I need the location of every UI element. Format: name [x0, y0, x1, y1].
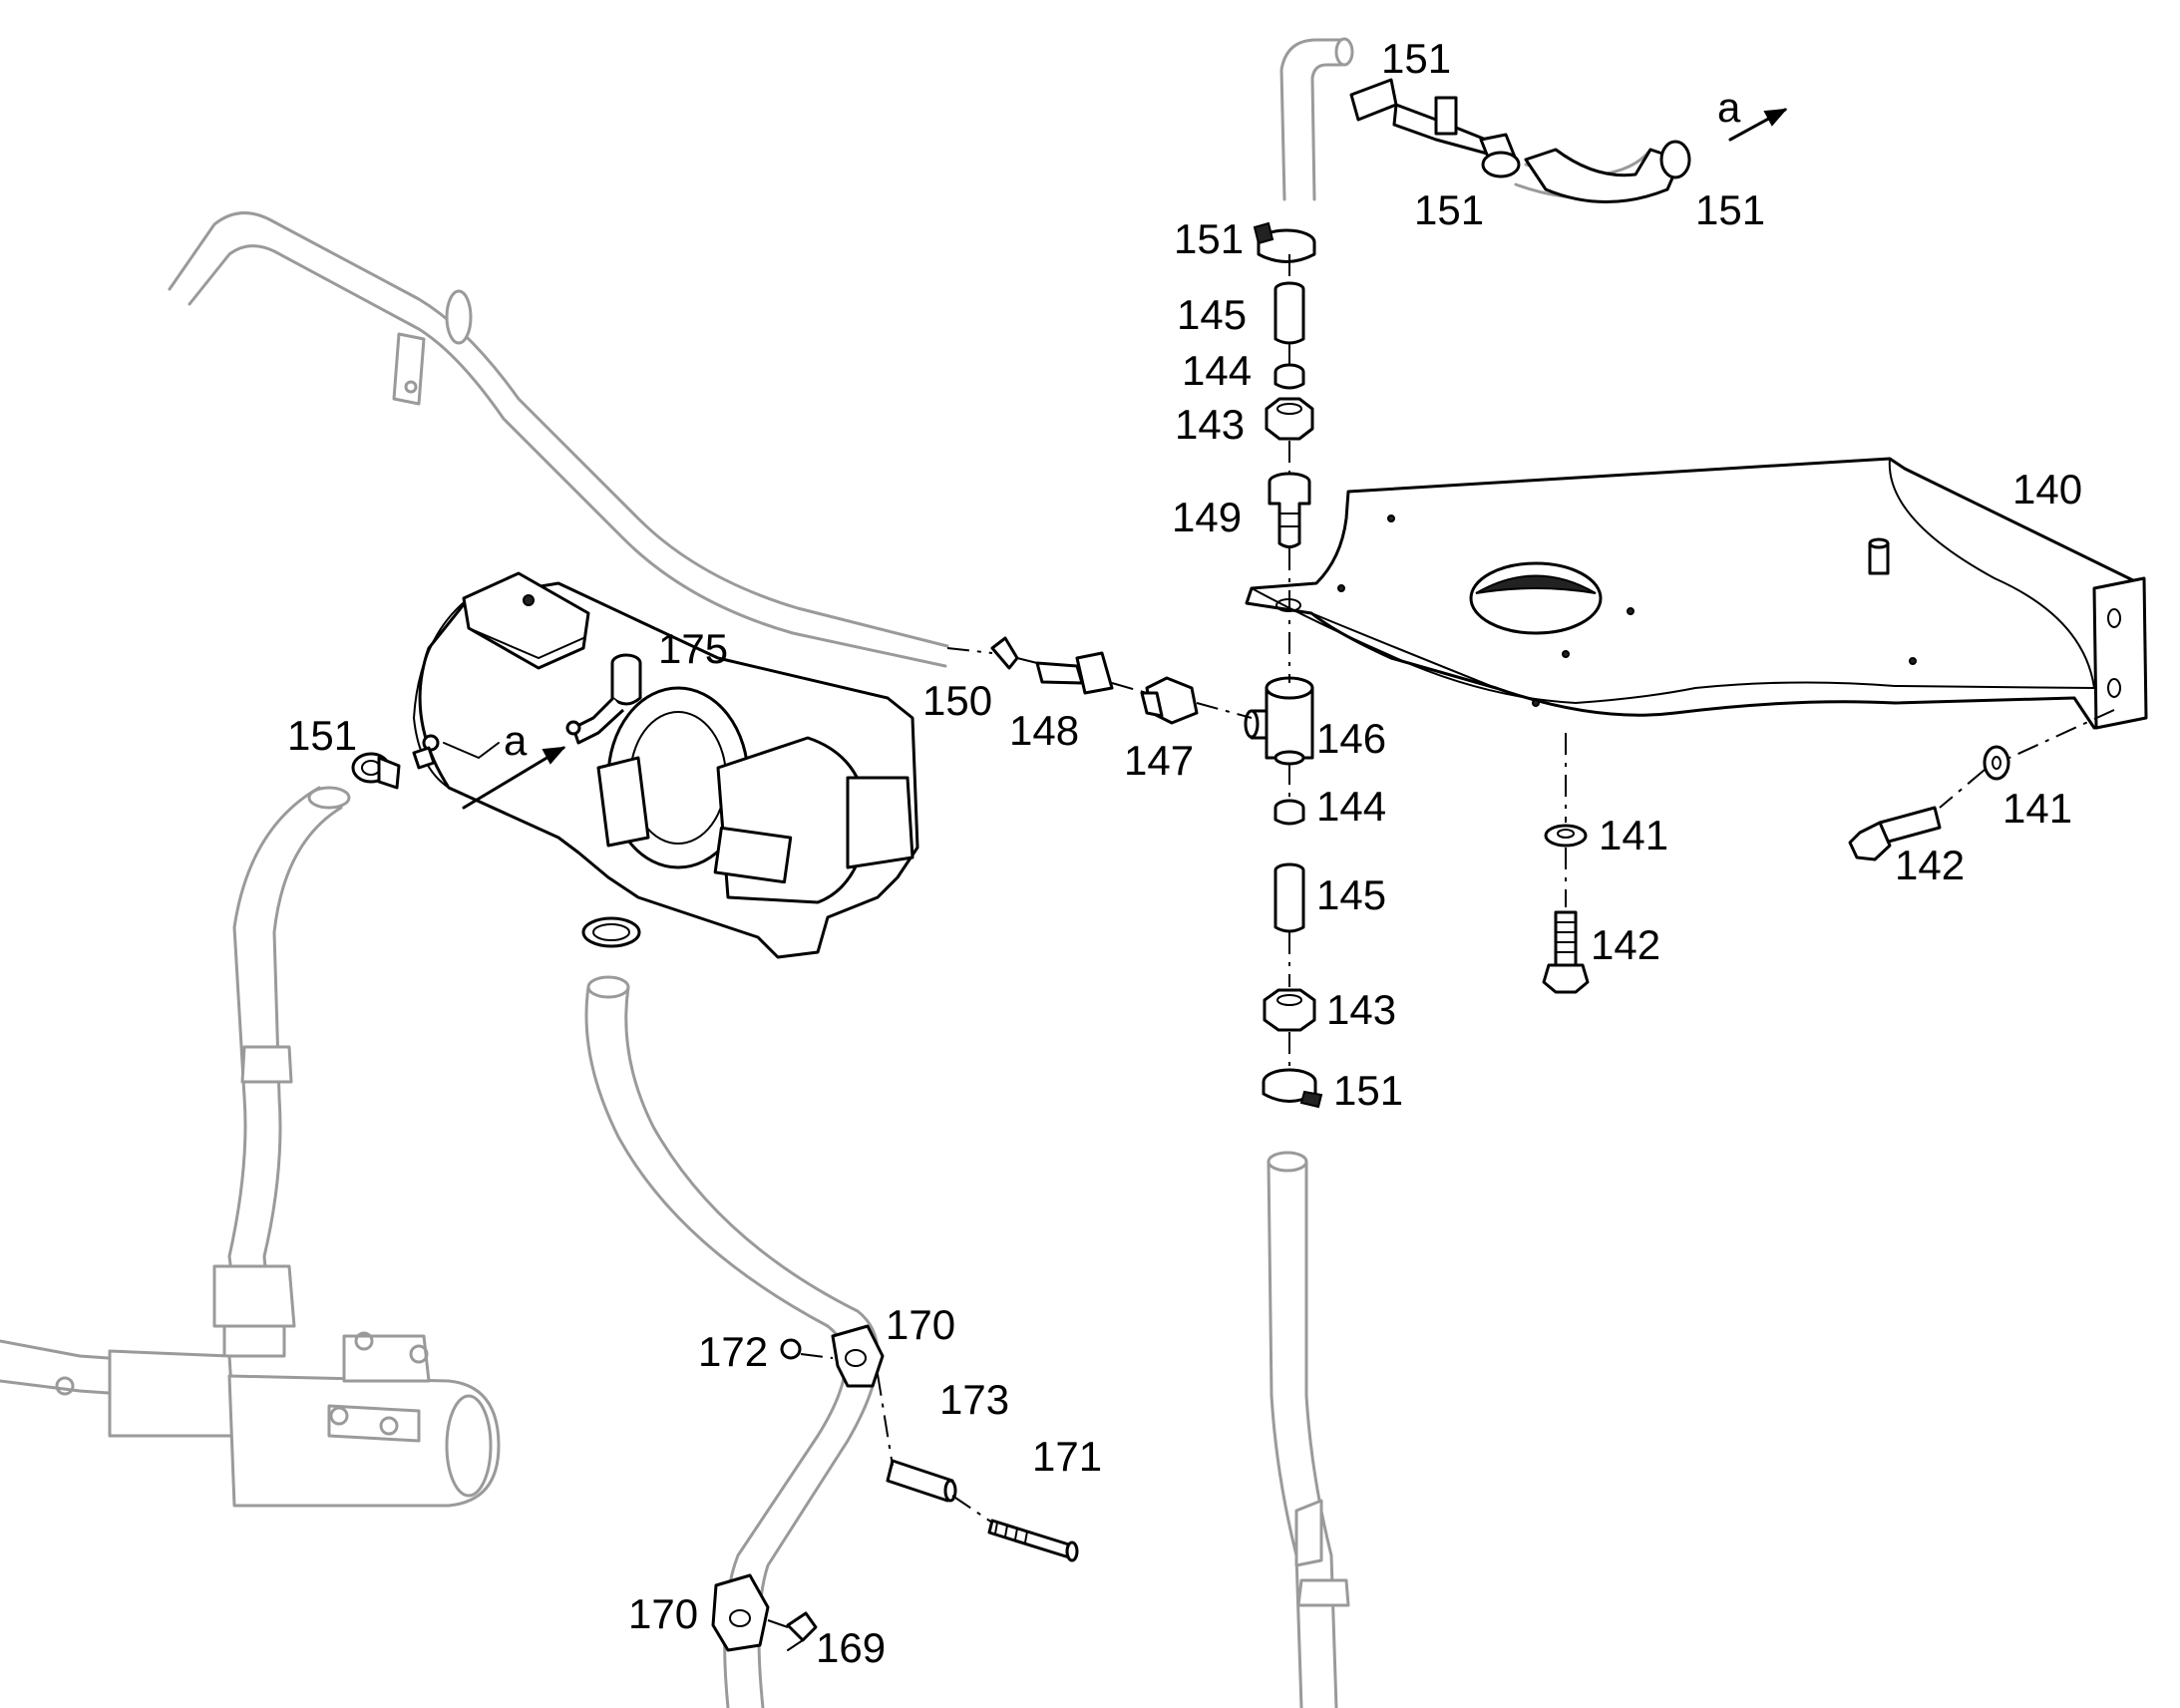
- callout-151: 151: [1414, 186, 1484, 233]
- callout-140: 140: [2012, 466, 2082, 512]
- callout-142: 142: [1591, 921, 1660, 968]
- heater-unit: [413, 571, 919, 959]
- callout-145: 145: [1316, 871, 1386, 918]
- callout-141: 141: [2002, 785, 2072, 832]
- horizontal-connectors: [990, 636, 1199, 725]
- callout-170: 170: [628, 1590, 698, 1637]
- callout-143: 143: [1326, 986, 1396, 1033]
- left-hose-clip: [351, 746, 436, 790]
- callout-151: 151: [1333, 1067, 1403, 1114]
- callout-142: 142: [1895, 842, 1965, 888]
- callout-172: 172: [698, 1328, 768, 1375]
- callout-144: 144: [1316, 783, 1386, 830]
- callout-170: 170: [886, 1301, 955, 1348]
- callout-151: 151: [1381, 35, 1451, 82]
- top-fuel-line-parts: [1349, 78, 1691, 203]
- callout-labels: 151 a 151 151 151 145 144 143 140 149 17…: [287, 35, 2082, 1671]
- callout-149: 149: [1172, 494, 1242, 540]
- callout-173: 173: [939, 1376, 1009, 1423]
- callout-141: 141: [1599, 812, 1668, 858]
- callout-150: 150: [922, 677, 992, 724]
- callout-a: a: [504, 717, 528, 764]
- context-hoses-ghosted: [0, 37, 1667, 1708]
- callout-145: 145: [1177, 291, 1247, 338]
- callout-148: 148: [1009, 707, 1079, 754]
- vertical-fitting-stack: [1244, 221, 1323, 1109]
- callout-a: a: [1717, 84, 1741, 131]
- callout-151: 151: [1174, 215, 1244, 262]
- callout-144: 144: [1182, 347, 1252, 394]
- callout-151: 151: [1695, 186, 1765, 233]
- flow-arrow-top: [1728, 108, 1788, 142]
- lower-mount-parts: [711, 1324, 1079, 1652]
- assembly-guide-lines: [767, 254, 2115, 1628]
- callout-175: 175: [658, 625, 728, 672]
- mounting-bracket: [1245, 457, 2148, 730]
- callout-147: 147: [1124, 737, 1194, 784]
- callout-171: 171: [1032, 1433, 1102, 1480]
- callout-151: 151: [287, 712, 357, 759]
- callout-169: 169: [816, 1624, 886, 1671]
- flow-arrow-left: [462, 746, 566, 810]
- callout-143: 143: [1175, 401, 1245, 448]
- callout-146: 146: [1316, 715, 1386, 762]
- bolts-and-washers: [1542, 745, 2010, 994]
